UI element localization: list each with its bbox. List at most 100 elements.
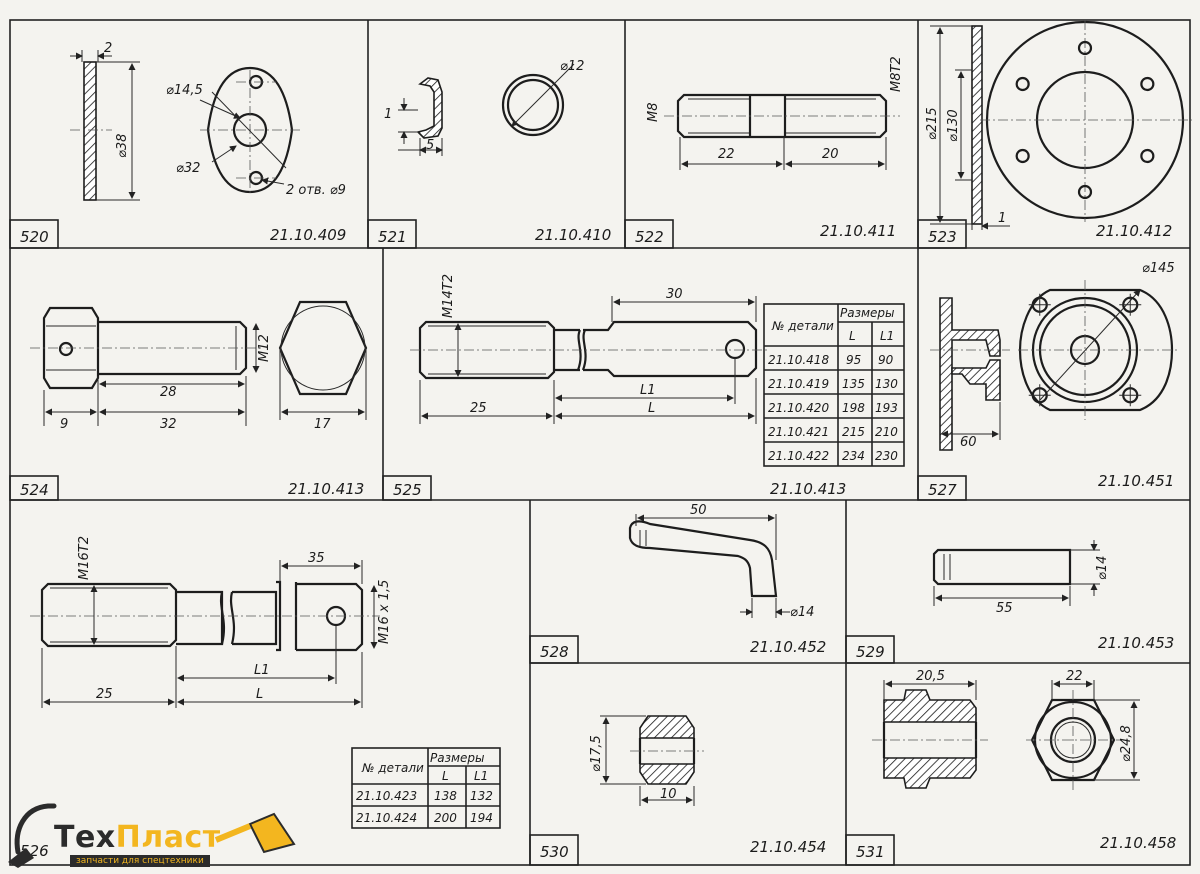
- table-cell: 215: [842, 425, 865, 439]
- part-code-527: 21.10.451: [1098, 472, 1174, 490]
- part-531-drawing: [872, 680, 1140, 790]
- dim-531-length: 20,5: [916, 669, 945, 684]
- dim-525-L1: L1: [640, 383, 656, 398]
- dim-521-diameter: ⌀12: [560, 59, 584, 74]
- table-525: № детали Размеры L L1 21.10.418 95 90 21…: [763, 303, 905, 467]
- part-520-drawing: [70, 50, 300, 201]
- panel-number-523: 523: [928, 228, 957, 246]
- dim-520-outer: ⌀38: [115, 134, 130, 158]
- panel-number-529: 529: [856, 643, 885, 661]
- panel-number-524: 524: [20, 481, 49, 499]
- table-cell: 90: [878, 353, 894, 367]
- dim-523-outer: ⌀215: [925, 107, 940, 140]
- dim-527-height: 60: [960, 435, 977, 450]
- dim-520-thickness: 2: [104, 41, 112, 56]
- dim-524-thread: M12: [257, 334, 272, 362]
- part-522-drawing: [664, 93, 900, 170]
- part-code-529: 21.10.453: [1098, 634, 1174, 652]
- panel-number-525: 525: [393, 481, 422, 499]
- dim-522-thread-left: M8: [646, 103, 661, 123]
- panel-number-530: 530: [540, 843, 569, 861]
- dim-524-thread-length: 28: [160, 385, 177, 400]
- table-526: № детали Размеры L L1 21.10.423 138 132 …: [351, 747, 501, 829]
- part-code-520: 21.10.409: [270, 226, 346, 244]
- table-row: 21.10.422 234 230: [768, 449, 898, 463]
- dim-525-thread: M14T2: [441, 274, 456, 318]
- dim-531-hex: 22: [1066, 669, 1083, 684]
- part-code-525: 21.10.413: [770, 480, 846, 498]
- table-cell: 95: [846, 353, 861, 367]
- panel-number-527: 527: [928, 481, 957, 499]
- dim-520-bolt-circle: ⌀32: [176, 161, 200, 176]
- dim-526-end: 35: [308, 551, 325, 566]
- logo-brand-accent: Пласт: [115, 820, 221, 855]
- dim-520-bolt-holes: 2 отв. ⌀9: [286, 183, 346, 198]
- part-527-drawing: [930, 280, 1178, 451]
- dim-526-fine-thread: M16 x 1,5: [377, 580, 392, 644]
- dim-529-length: 55: [996, 601, 1013, 616]
- dim-524-head: 9: [60, 417, 68, 432]
- dim-522-thread-right: M8T2: [889, 56, 904, 92]
- table-525-header-L: L: [849, 329, 856, 343]
- part-526-drawing: [30, 560, 380, 708]
- bolt-hole: [1077, 40, 1093, 56]
- table-cell: 138: [434, 789, 457, 803]
- bolt-hole: [1015, 148, 1030, 164]
- table-row: 21.10.418 95 90: [768, 353, 894, 367]
- dim-530-length: 10: [660, 787, 677, 802]
- dim-521-height: 5: [426, 138, 434, 153]
- dim-528-length: 50: [690, 503, 707, 518]
- dim-528-diameter: ⌀14: [790, 605, 814, 620]
- table-row: 21.10.421 215 210: [768, 425, 898, 439]
- bolt-hole: [1015, 76, 1030, 92]
- dim-523-inner: ⌀130: [946, 109, 961, 142]
- part-523-bolt-holes: [1015, 40, 1155, 200]
- table-cell: 230: [875, 449, 898, 463]
- logo-brand: ТехПласт: [54, 820, 221, 855]
- part-code-530: 21.10.454: [750, 838, 826, 856]
- table-row: 21.10.423 138 132: [356, 789, 493, 803]
- dim-521-wall: 1: [384, 107, 392, 122]
- dim-526-thread: M16T2: [77, 536, 92, 580]
- table-525-header-part: № детали: [771, 319, 834, 333]
- part-524-drawing: [30, 300, 368, 426]
- dim-527-diameter: ⌀145: [1142, 261, 1175, 276]
- part-521-drawing: [398, 63, 575, 156]
- panel-number-521: 521: [378, 228, 407, 246]
- table-525-header-sizes: Размеры: [840, 306, 895, 320]
- table-cell: 21.10.422: [768, 449, 829, 463]
- table-cell: 21.10.418: [768, 353, 829, 367]
- table-cell: 210: [875, 425, 898, 439]
- dim-526-L1: L1: [254, 663, 270, 678]
- table-cell: 130: [875, 377, 898, 391]
- table-526-header-sizes: Размеры: [430, 751, 485, 765]
- excavator-logo-icon: [8, 803, 296, 868]
- part-528-drawing: [628, 514, 790, 618]
- dim-525-thread-length: 25: [470, 401, 487, 416]
- table-cell: 234: [842, 449, 865, 463]
- dim-520-hole: ⌀14,5: [166, 83, 203, 98]
- table-cell: 135: [842, 377, 865, 391]
- panel-number-531: 531: [856, 843, 885, 861]
- table-526-header-L: L: [442, 769, 449, 783]
- dim-530-diameter: ⌀17,5: [589, 735, 604, 772]
- table-row: 21.10.420 198 193: [768, 401, 898, 415]
- part-code-524: 21.10.413: [288, 480, 364, 498]
- bolt-hole: [1140, 76, 1155, 92]
- table-cell: 21.10.420: [768, 401, 829, 415]
- techplast-logo: ТехПласт запчасти для спецтехники: [4, 800, 304, 870]
- dim-525-end: 30: [666, 287, 683, 302]
- table-526-header-part: № детали: [361, 761, 424, 775]
- panel-number-528: 528: [540, 643, 569, 661]
- bolt-hole: [1140, 148, 1155, 164]
- logo-tagline: запчасти для спецтехники: [70, 855, 210, 867]
- bolt-hole: [1077, 184, 1093, 200]
- panel-number-522: 522: [635, 228, 664, 246]
- dim-524-hex: 17: [314, 417, 331, 432]
- table-cell: 21.10.419: [768, 377, 829, 391]
- part-530-drawing: [600, 715, 704, 806]
- table-cell: 198: [842, 401, 865, 415]
- table-525-header-L1: L1: [880, 329, 894, 343]
- table-cell: 194: [470, 811, 493, 825]
- table-cell: 200: [434, 811, 457, 825]
